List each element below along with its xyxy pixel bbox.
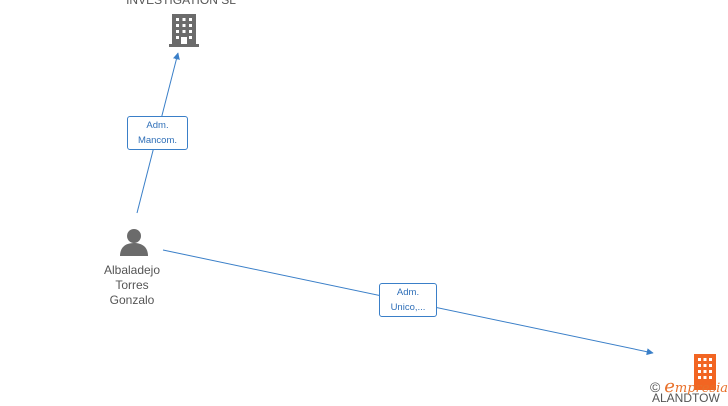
building-icon[interactable] [169, 14, 199, 47]
person-icon[interactable] [120, 229, 148, 256]
building-icon[interactable] [694, 354, 716, 390]
empresia-watermark: © empresia [650, 378, 728, 398]
edge-badge-adm-unico[interactable]: Adm. Unico,... [379, 283, 437, 317]
edge-badge-adm-mancom[interactable]: Adm. Mancom. [127, 116, 188, 150]
edge-badge-line1: Adm. [396, 287, 420, 298]
person-name-label[interactable]: Albaladejo Torres Gonzalo [92, 263, 172, 308]
person-name-line1: Albaladejo [103, 263, 161, 277]
copyright-symbol: © [650, 379, 661, 395]
person-name-line2: Torres [115, 278, 149, 292]
company-label-top[interactable]: INVESTIGATION SL [126, 0, 236, 7]
person-name-line3: Gonzalo [109, 293, 155, 307]
edge-badge-line2: Mancom. [137, 135, 178, 146]
edge-badge-line2: Unico,... [390, 302, 426, 313]
brand-logo-text: empresia [664, 376, 728, 397]
edge-badge-line1: Adm. [146, 120, 169, 131]
